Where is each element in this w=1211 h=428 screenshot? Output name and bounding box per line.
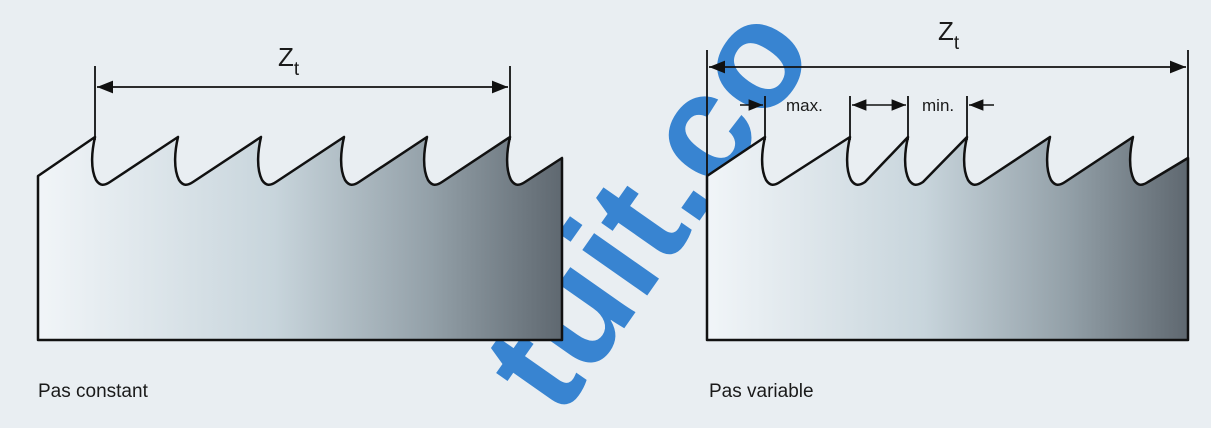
caption-variable-pitch: Pas variable	[709, 381, 814, 402]
zt-label-left: Zt	[278, 42, 300, 80]
blade-body-right	[705, 135, 1190, 342]
caption-constant-pitch: Pas constant	[38, 381, 149, 402]
zt-label-right: Zt	[938, 16, 960, 54]
blade-body-left	[36, 135, 564, 342]
max-pitch-label: max.	[786, 96, 823, 115]
constant-pitch-blade: Zt Pas constant	[36, 42, 564, 402]
variable-pitch-blade: Zt max. min. Pas variable	[705, 16, 1190, 402]
min-pitch-label: min.	[922, 96, 954, 115]
